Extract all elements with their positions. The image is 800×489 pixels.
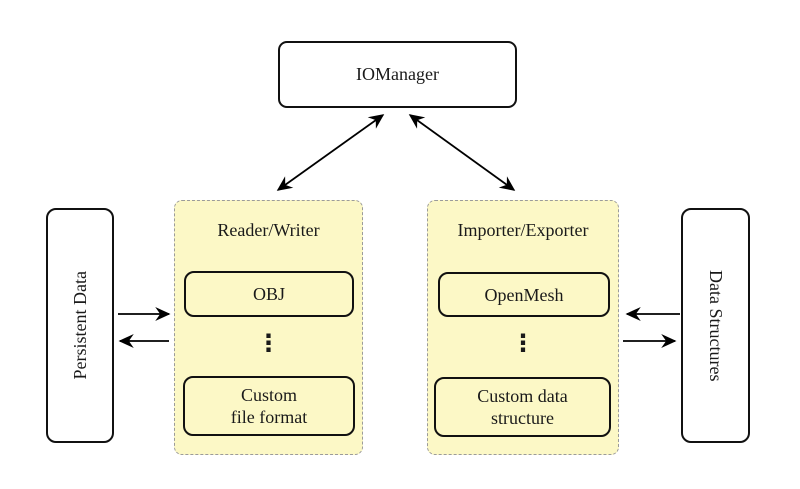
node-iomanager: IOManager [278,41,517,108]
node-openmesh-label: OpenMesh [484,284,564,305]
node-openmesh: OpenMesh [438,272,610,317]
node-persistent-data: Persistent Data [46,208,114,443]
node-custom-data-structure-label: Custom data structure [477,386,568,428]
panel-importer-exporter: Importer/Exporter OpenMesh ⋮ Custom data… [427,200,619,455]
ellipsis-importer-exporter: ⋮ [511,329,535,357]
panel-importer-exporter-title: Importer/Exporter [457,220,589,240]
node-custom-file-format-label: Custom file format [230,385,308,427]
node-persistent-data-label: Persistent Data [69,271,90,380]
node-obj: OBJ [184,271,354,317]
node-data-structures: Data Structures [681,208,750,443]
panel-reader-writer: Reader/Writer OBJ ⋮ Custom file format [174,200,363,455]
edge-iomanager-readerwriter [276,114,385,191]
node-custom-data-structure: Custom data structure [434,377,611,437]
node-obj-label: OBJ [252,284,285,304]
node-iomanager-label: IOManager [356,64,439,84]
node-custom-file-format: Custom file format [183,376,355,436]
edge-iomanager-importerexporter [408,114,516,191]
ellipsis-reader-writer: ⋮ [256,329,281,357]
node-data-structures-label: Data Structures [706,269,726,382]
panel-reader-writer-title: Reader/Writer [217,220,320,240]
